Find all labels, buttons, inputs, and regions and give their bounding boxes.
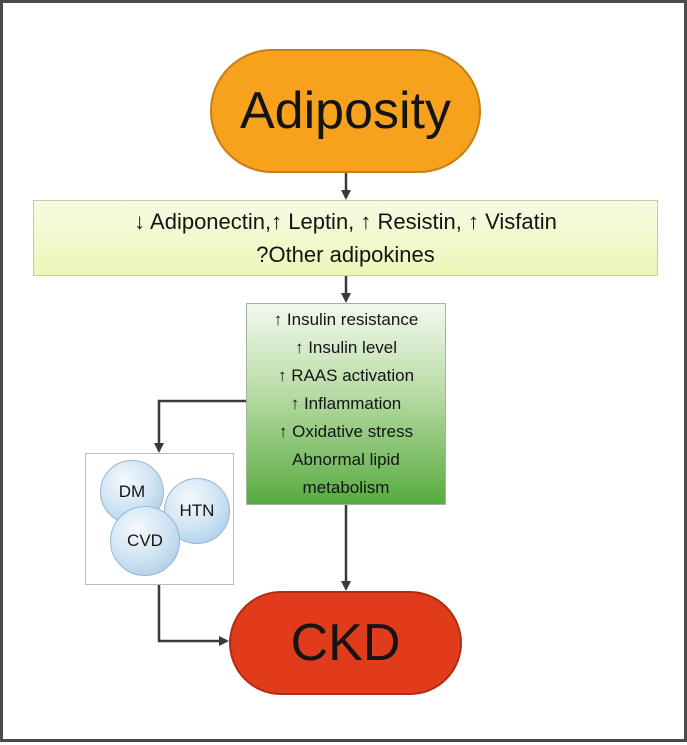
connectors <box>154 173 351 646</box>
mechanism-abnormal-lipid: Abnormal lipid <box>292 450 400 469</box>
dm-label: DM <box>118 482 146 501</box>
mechanisms-box: ↑ Insulin resistance ↑ Insulin level ↑ R… <box>246 303 446 505</box>
adipokines-box: ↓ Adiponectin,↑ Leptin, ↑ Resistin, ↑ Vi… <box>33 200 658 276</box>
mechanism-metabolism: metabolism <box>302 478 390 497</box>
ckd-label: CKD <box>290 614 401 672</box>
arrow-comorbidities-to-ckd <box>157 585 229 646</box>
cvd-label: CVD <box>127 531 163 550</box>
mechanism-insulin-resistance: ↑ Insulin resistance <box>273 310 419 329</box>
arrow-mechanisms-to-comorbidities <box>154 399 246 453</box>
ckd-node: CKD <box>229 591 462 695</box>
comorbidities-box: DM HTN CVD <box>85 453 234 585</box>
htn-label: HTN <box>179 501 215 520</box>
mechanism-oxidative-stress: ↑ Oxidative stress <box>278 422 414 441</box>
adipokines-line-1: ↓ Adiponectin,↑ Leptin, ↑ Resistin, ↑ Vi… <box>134 209 557 234</box>
mechanism-raas-activation: ↑ RAAS activation <box>277 366 415 385</box>
adipokines-line-2: ?Other adipokines <box>256 242 435 267</box>
adiposity-label: Adiposity <box>240 82 451 140</box>
cvd-bubble: CVD <box>110 506 180 576</box>
mechanism-inflammation: ↑ Inflammation <box>290 394 402 413</box>
mechanism-insulin-level: ↑ Insulin level <box>294 338 398 357</box>
adiposity-node: Adiposity <box>210 49 481 173</box>
